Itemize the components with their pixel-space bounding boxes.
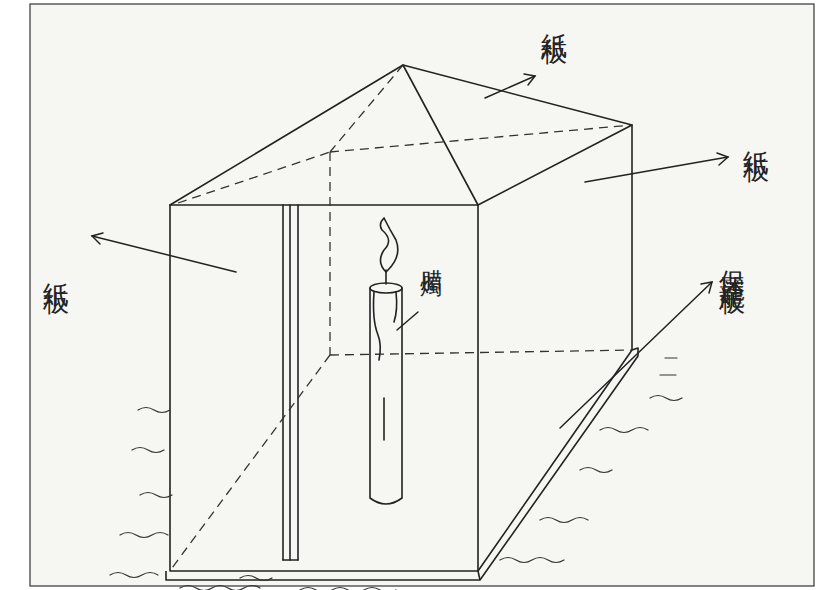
hidden-edges bbox=[172, 65, 632, 568]
slit-line bbox=[282, 205, 284, 560]
roof-front bbox=[170, 65, 478, 205]
hatch-stroke bbox=[240, 576, 272, 581]
hatch-stroke bbox=[180, 586, 260, 590]
arrow-head bbox=[717, 153, 728, 165]
arrow-head bbox=[524, 74, 535, 85]
hidden-edge bbox=[330, 350, 632, 355]
box-outline bbox=[170, 65, 632, 571]
candle bbox=[370, 218, 402, 504]
slit-line bbox=[283, 559, 298, 561]
part-label: 紙板 bbox=[540, 12, 566, 24]
leader-line bbox=[397, 312, 418, 330]
slit-line bbox=[297, 205, 299, 560]
hatch-stroke bbox=[500, 558, 564, 563]
hatch-stroke bbox=[600, 428, 648, 433]
hidden-edge bbox=[172, 355, 330, 568]
hatch-stroke bbox=[580, 468, 612, 473]
hidden-edge bbox=[178, 152, 330, 203]
paper-frame bbox=[30, 4, 814, 586]
hatch-stroke bbox=[540, 518, 588, 523]
hatch-stroke bbox=[140, 493, 172, 498]
part-label: 纸板 bbox=[742, 130, 768, 142]
leader-line bbox=[485, 76, 535, 98]
candle-body bbox=[370, 288, 402, 504]
right-face bbox=[478, 125, 632, 571]
base-edge bbox=[478, 571, 480, 580]
wax-drip bbox=[374, 292, 381, 360]
leader-line bbox=[92, 236, 236, 272]
leader-line bbox=[560, 282, 712, 428]
candle-mark bbox=[383, 398, 385, 440]
front-face bbox=[170, 205, 478, 571]
hatch-stroke bbox=[665, 357, 677, 358]
slit-line bbox=[289, 205, 291, 560]
roof-right bbox=[403, 65, 632, 125]
arrow-head bbox=[92, 233, 103, 244]
hatch-stroke bbox=[120, 533, 168, 538]
hatch-stroke bbox=[300, 588, 396, 590]
hatch-stroke bbox=[650, 396, 682, 401]
ground-hatch bbox=[110, 358, 682, 590]
arrow-head bbox=[701, 282, 712, 293]
hatch-stroke bbox=[132, 448, 164, 453]
hidden-edge bbox=[329, 152, 330, 355]
hatch-stroke bbox=[660, 374, 676, 375]
hatch-stroke bbox=[110, 573, 158, 578]
wax-drip bbox=[394, 292, 397, 322]
hatch-stroke bbox=[138, 408, 170, 413]
leader-line bbox=[585, 157, 728, 182]
part-label: 腊燭 bbox=[420, 252, 442, 264]
hidden-edge bbox=[330, 125, 632, 152]
leader-lines bbox=[92, 74, 728, 428]
hidden-edge bbox=[330, 65, 403, 152]
part-label: 保麗龍板 bbox=[718, 250, 744, 274]
flame bbox=[380, 218, 397, 272]
part-label: 纸板 bbox=[42, 262, 68, 274]
